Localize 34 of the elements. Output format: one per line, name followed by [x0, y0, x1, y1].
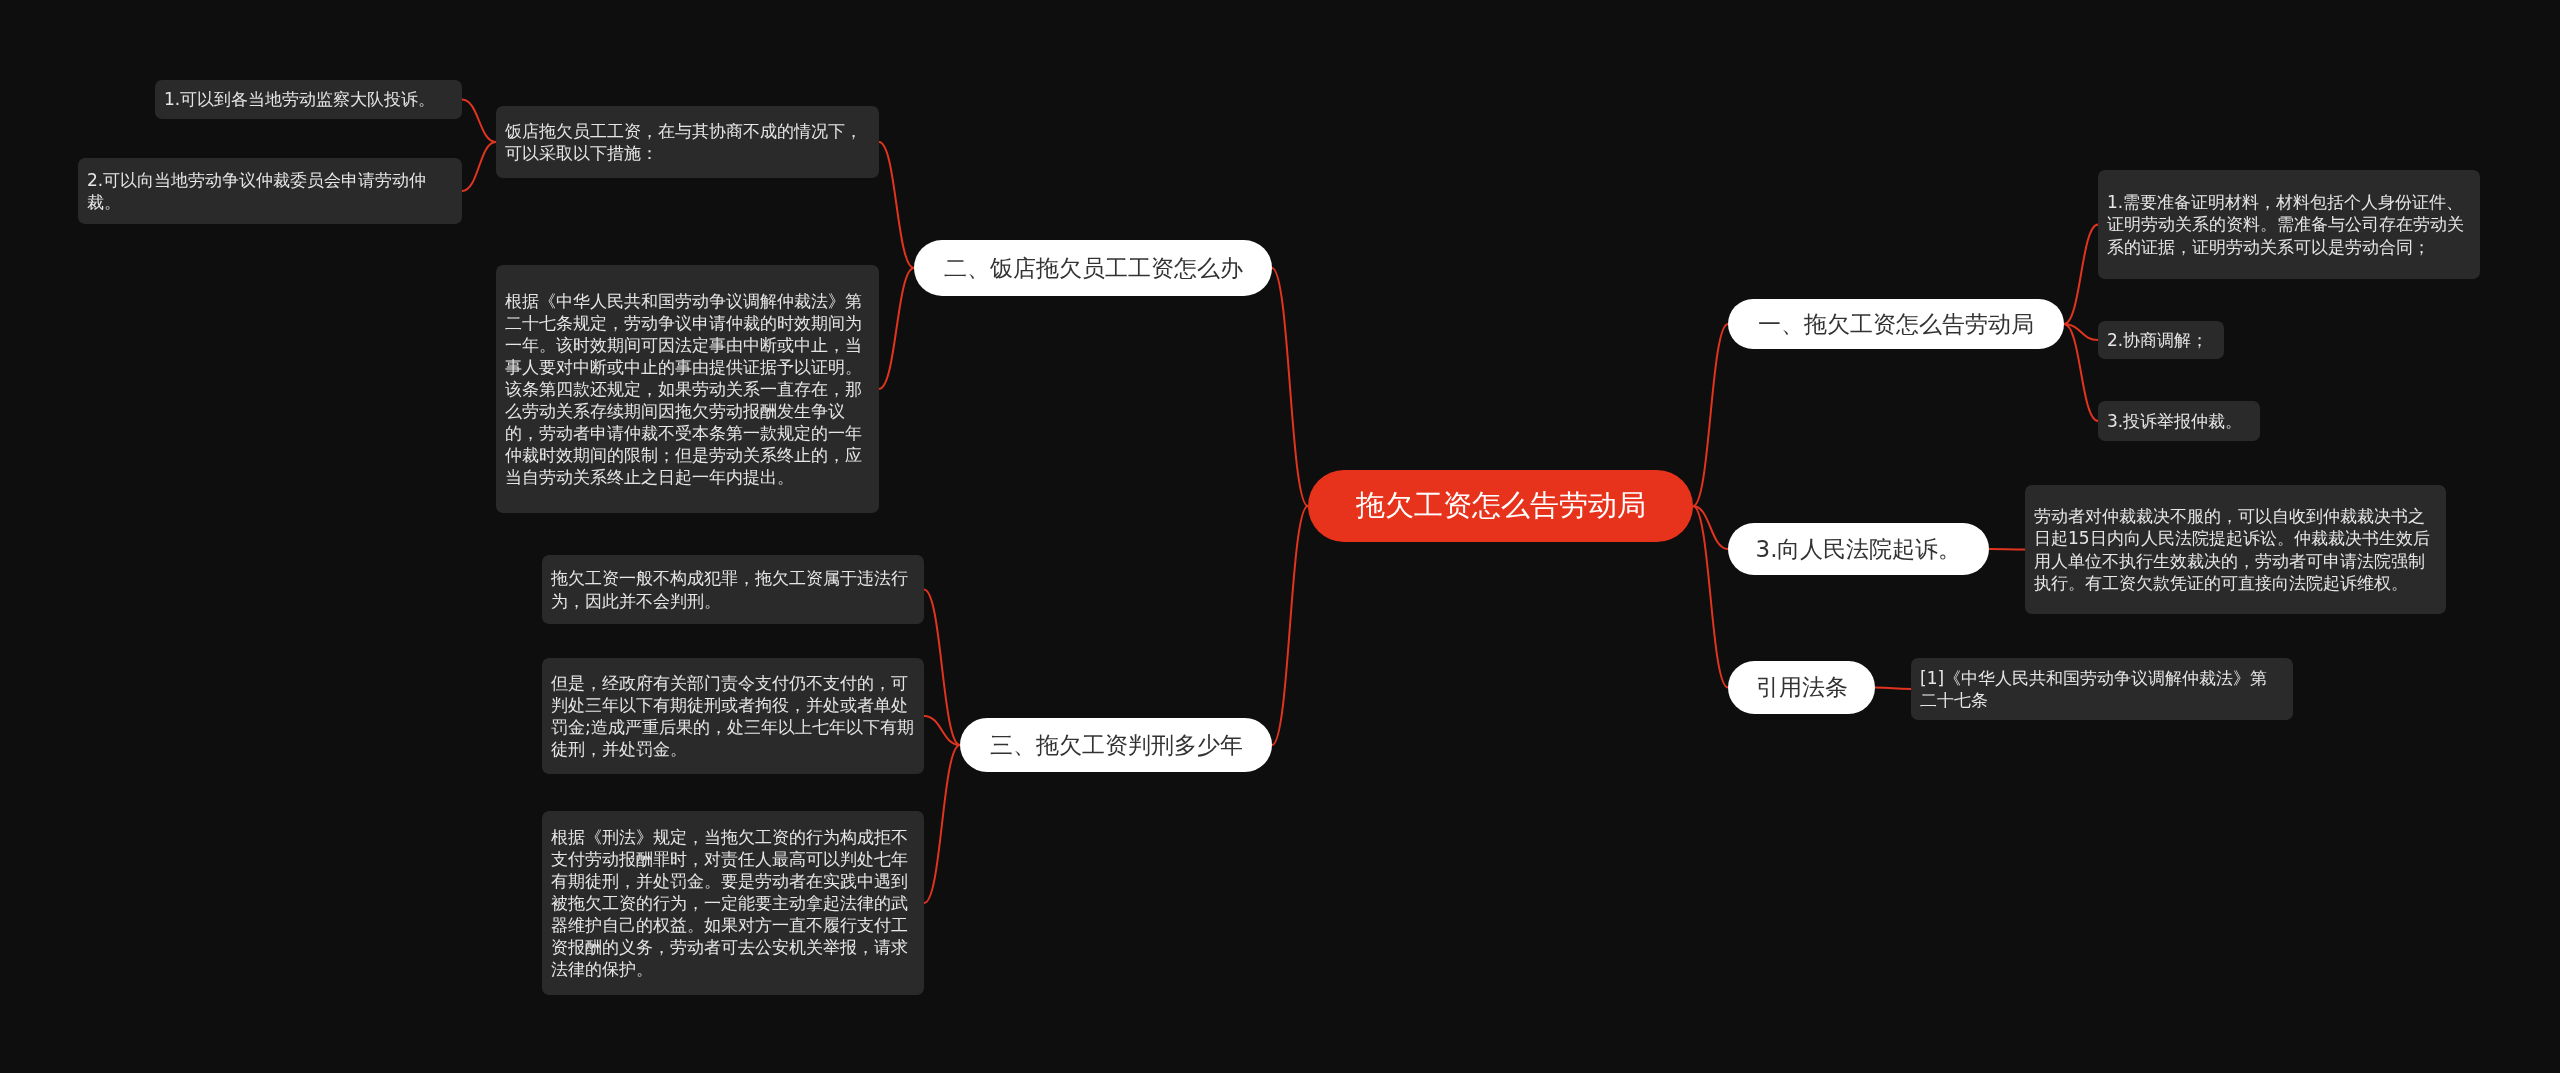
connector-line: [878, 141, 915, 269]
topic-pill: 二、饭店拖欠员工工资怎么办: [914, 240, 1272, 296]
connector-line: [878, 267, 915, 390]
note-card: 劳动者对仲裁裁决不服的，可以自收到仲裁裁决书之日起15日内向人民法院提起诉讼。仲裁裁决书生效后用人单位不执行生效裁决的，劳动者可申请法院强制执行。有工资欠款凭证的可直接向法院起诉维权。: [2025, 485, 2446, 614]
connector-line: [923, 715, 961, 746]
topic-pill: 三、拖欠工资判刑多少年: [960, 718, 1272, 772]
note-card: 饭店拖欠员工工资，在与其协商不成的情况下，可以采取以下措施：: [496, 106, 879, 178]
note-card: 1.可以到各当地劳动监察大队投诉。: [155, 80, 462, 119]
connector-line: [2063, 223, 2099, 325]
connector-line: [923, 744, 961, 904]
connector-line: [461, 141, 497, 192]
note-card: 根据《刑法》规定，当拖欠工资的行为构成拒不支付劳动报酬罪时，对责任人最高可以判处七年有期徒刑，并处罚金。要是劳动者在实践中遇到被拖欠工资的行为，一定能要主动拿起法律的武器维护自己的权益。如果对方一直不履行支付工资报酬的义务，劳动者可去公安机关举报，请求法律的保护。: [542, 811, 924, 995]
note-card: 拖欠工资一般不构成犯罪，拖欠工资属于违法行为，因此并不会判刑。: [542, 555, 924, 624]
connector-line: [1271, 267, 1309, 507]
note-card: [1]《中华人民共和国劳动争议调解仲裁法》第二十七条: [1911, 658, 2293, 720]
central-topic: 拖欠工资怎么告劳动局: [1308, 470, 1693, 542]
connector-line: [1988, 548, 2026, 551]
connector-line: [1874, 686, 1912, 690]
connector-line: [1692, 505, 1729, 550]
connector-line: [1692, 505, 1729, 689]
topic-pill: 一、拖欠工资怎么告劳动局: [1728, 299, 2064, 349]
note-card: 3.投诉举报仲裁。: [2098, 401, 2260, 441]
connector-line: [1271, 505, 1309, 746]
connector-line: [2063, 323, 2099, 342]
topic-pill: 引用法条: [1728, 661, 1875, 714]
note-card: 根据《中华人民共和国劳动争议调解仲裁法》第二十七条规定，劳动争议申请仲裁的时效期间为一年。该时效期间可因法定事由中断或中止，当事人要对中断或中止的事由提供证据予以证明。该条第四款还规定，如果劳动关系一直存在，那么劳动关系存续期间因拖欠劳动报酬发生争议的，劳动者申请仲裁不受本条第一款规定的一年仲裁时效期间的限制；但是劳动关系终止的，应当自劳动关系终止之日起一年内提出。: [496, 265, 879, 513]
note-card: 但是，经政府有关部门责令支付仍不支付的，可判处三年以下有期徒刑或者拘役，并处或者单处罚金;造成严重后果的，处三年以上七年以下有期徒刑，并处罚金。: [542, 658, 924, 774]
note-card: 2.可以向当地劳动争议仲裁委员会申请劳动仲裁。: [78, 158, 462, 224]
topic-pill: 3.向人民法院起诉。: [1728, 523, 1989, 575]
connector-line: [1692, 323, 1729, 507]
connector-line: [2063, 323, 2099, 422]
connector-line: [923, 588, 961, 746]
note-card: 1.需要准备证明材料，材料包括个人身份证件、证明劳动关系的资料。需准备与公司存在劳动关系的证据，证明劳动关系可以是劳动合同；: [2098, 170, 2480, 279]
note-card: 2.协商调解；: [2098, 321, 2224, 360]
